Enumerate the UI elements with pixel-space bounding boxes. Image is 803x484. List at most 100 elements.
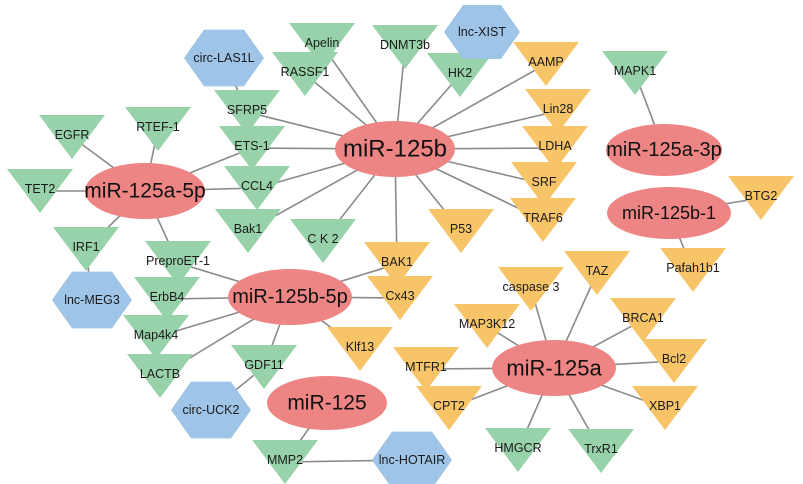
triangle-shape xyxy=(123,315,189,359)
target-label: EGFR xyxy=(55,128,90,142)
ellipse-shape xyxy=(607,187,731,239)
mirna-label: miR-125b-1 xyxy=(622,203,716,223)
mirna-label: miR-125a-3p xyxy=(606,139,722,161)
node-m125a5p: miR-125a-5p xyxy=(84,163,206,219)
node-lin28: Lin28 xyxy=(525,89,591,133)
triangle-shape xyxy=(428,209,494,253)
triangle-shape xyxy=(364,242,430,286)
node-trxr1: TrxR1 xyxy=(568,429,634,473)
triangle-shape xyxy=(393,347,459,391)
node-rassf1: RASSF1 xyxy=(272,52,338,96)
hexagon-shape xyxy=(444,5,520,59)
node-bak1o: BAK1 xyxy=(364,242,430,286)
triangle-shape xyxy=(568,429,634,473)
node-klf13: Klf13 xyxy=(327,327,393,371)
triangle-shape xyxy=(454,304,520,348)
target-label: AAMP xyxy=(528,55,563,69)
target-label: LACTB xyxy=(140,367,180,381)
triangle-shape xyxy=(602,51,668,95)
target-label: Lin28 xyxy=(543,102,574,116)
target-label: Apelin xyxy=(305,36,340,50)
node-lactb: LACTB xyxy=(127,354,193,398)
node-lnchotair: lnc-HOTAIR xyxy=(372,431,452,484)
triangle-shape xyxy=(513,42,579,86)
triangle-shape xyxy=(327,327,393,371)
node-brca1: BRCA1 xyxy=(610,298,676,342)
triangle-shape xyxy=(641,339,707,383)
node-m125a: miR-125a xyxy=(492,340,616,396)
target-label: BTG2 xyxy=(745,189,778,203)
node-sfrp5: SFRP5 xyxy=(214,90,280,134)
node-btg2: BTG2 xyxy=(728,176,794,220)
node-circlas1l: circ-LAS1L xyxy=(184,29,264,87)
noncoding-label: lnc-HOTAIR xyxy=(379,453,445,467)
target-label: P53 xyxy=(450,222,472,236)
target-label: TAZ xyxy=(586,264,609,278)
noncoding-label: lnc-XIST xyxy=(458,25,506,39)
target-label: LDHA xyxy=(538,139,572,153)
node-m125: miR-125 xyxy=(267,376,387,430)
target-label: ErbB4 xyxy=(150,290,185,304)
target-label: PreproET-1 xyxy=(146,254,210,268)
target-label: caspase 3 xyxy=(503,280,560,294)
target-label: BRCA1 xyxy=(622,311,664,325)
target-label: Bcl2 xyxy=(662,352,686,366)
triangle-shape xyxy=(125,107,191,151)
triangle-shape xyxy=(219,126,285,170)
node-irf1: IRF1 xyxy=(53,227,119,271)
node-tet2: TET2 xyxy=(7,169,73,213)
node-hmgcr: HMGCR xyxy=(485,428,551,472)
hexagon-shape xyxy=(171,381,251,439)
triangle-shape xyxy=(522,126,588,170)
mirna-label: miR-125a xyxy=(506,356,602,381)
target-label: CCL4 xyxy=(241,179,273,193)
node-aamp: AAMP xyxy=(513,42,579,86)
target-label: BAK1 xyxy=(381,255,413,269)
triangle-shape xyxy=(728,176,794,220)
noncoding-label: lnc-MEG3 xyxy=(64,293,120,307)
target-label: Cx43 xyxy=(385,289,414,303)
node-xbp1: XBP1 xyxy=(632,386,698,430)
node-ets1: ETS-1 xyxy=(219,126,285,170)
triangle-shape xyxy=(134,277,200,321)
node-cx43: Cx43 xyxy=(367,276,433,320)
node-erbb4: ErbB4 xyxy=(134,277,200,321)
target-label: SRF xyxy=(532,175,557,189)
triangle-shape xyxy=(53,227,119,271)
target-label: HK2 xyxy=(448,66,472,80)
triangle-shape xyxy=(427,53,493,97)
node-bak1g: Bak1 xyxy=(215,209,281,253)
target-label: GDF11 xyxy=(244,358,283,372)
mirna-label: miR-125b xyxy=(343,136,447,163)
node-pafah1b1: Pafah1b1 xyxy=(660,248,726,292)
triangle-shape xyxy=(372,25,438,69)
triangle-shape xyxy=(145,241,211,285)
target-label: TET2 xyxy=(25,182,56,196)
node-m125b1: miR-125b-1 xyxy=(607,187,731,239)
target-label: Bak1 xyxy=(234,222,263,236)
target-label: MAP3K12 xyxy=(459,317,515,331)
target-label: Pafah1b1 xyxy=(666,261,720,275)
triangle-shape xyxy=(610,298,676,342)
target-label: TrxR1 xyxy=(584,442,618,456)
node-circuck2: circ-UCK2 xyxy=(171,381,251,439)
target-label: HMGCR xyxy=(494,441,541,455)
target-label: TRAF6 xyxy=(523,211,563,225)
target-label: RTEF-1 xyxy=(136,120,180,134)
node-apelin: Apelin xyxy=(289,23,355,67)
triangle-shape xyxy=(7,169,73,213)
target-label: ETS-1 xyxy=(234,139,269,153)
triangle-shape xyxy=(39,115,105,159)
node-preproet1: PreproET-1 xyxy=(145,241,211,285)
triangle-shape xyxy=(224,166,290,210)
target-label: MAPK1 xyxy=(614,64,656,78)
ellipse-shape xyxy=(228,269,352,325)
triangle-shape xyxy=(510,198,576,242)
node-taz: TAZ xyxy=(564,251,630,295)
triangle-shape xyxy=(632,386,698,430)
node-ldha: LDHA xyxy=(522,126,588,170)
target-label: MMP2 xyxy=(267,453,303,467)
target-label: C K 2 xyxy=(307,232,338,246)
target-label: DNMT3b xyxy=(380,38,430,52)
triangle-shape xyxy=(511,162,577,206)
